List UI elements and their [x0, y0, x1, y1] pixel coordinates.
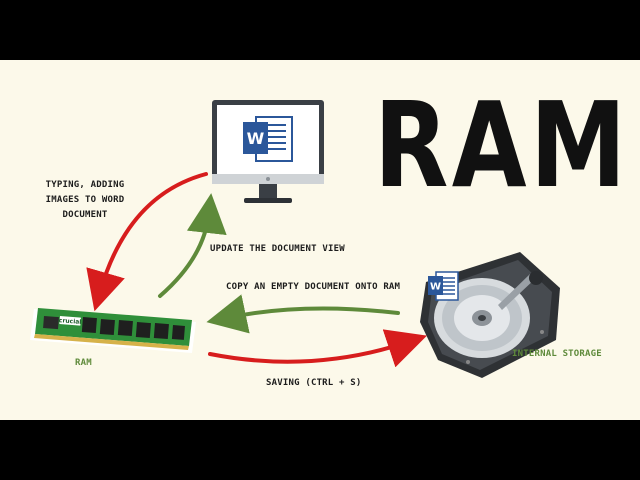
word-letter: W: [430, 282, 441, 293]
label-saving: SAVING (CTRL + S): [266, 378, 362, 388]
label-ram: RAM: [75, 358, 92, 368]
label-typing: TYPING, ADDING IMAGES TO WORD DOCUMENT: [45, 180, 125, 220]
arrow-ram-from-storage: [206, 294, 400, 334]
page-title: RAM: [374, 76, 630, 214]
label-update-document-view: UPDATE THE DOCUMENT VIEW: [210, 244, 345, 254]
arrow-monitor-from-ram: [158, 193, 227, 298]
arrow-ram-from-monitor: [86, 172, 208, 312]
hard-drive-icon: [420, 252, 560, 378]
label-copy-empty-document: COPY AN EMPTY DOCUMENT ONTO RAM: [226, 282, 401, 292]
arrow-storage-from-ram: [208, 329, 427, 368]
word-letter: W: [247, 129, 265, 148]
diagram-graphics: W crucial: [30, 100, 560, 378]
word-doc-icon: W: [428, 271, 459, 301]
word-doc-icon: W: [243, 116, 293, 162]
label-internal-storage: INTERNAL STORAGE: [512, 349, 602, 359]
ram-stick-icon: crucial: [30, 308, 196, 353]
ram-brand-label: crucial: [59, 317, 82, 326]
diagram-canvas: W crucial: [0, 60, 640, 420]
